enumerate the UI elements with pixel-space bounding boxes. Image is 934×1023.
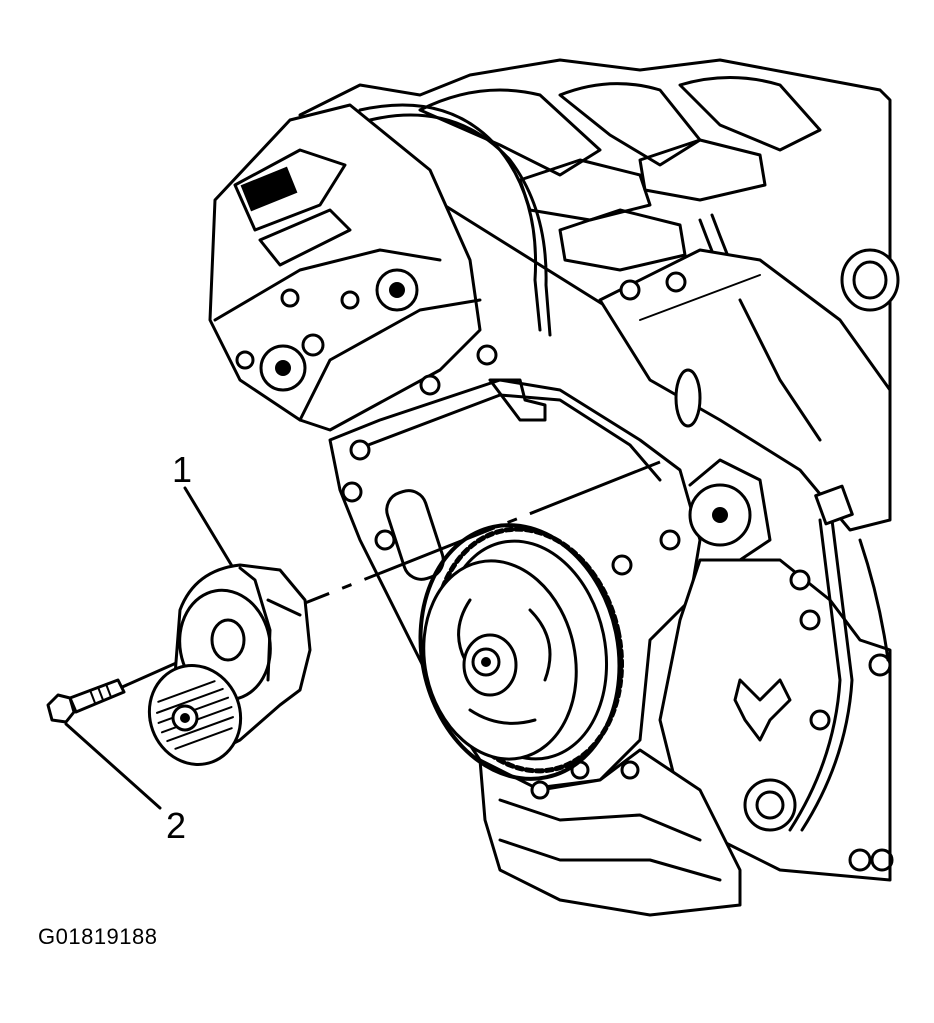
leader-line-1 xyxy=(183,486,234,568)
callout-1-label: 1 xyxy=(172,449,192,490)
bolt-icon xyxy=(46,678,126,724)
figure-id: G01819188 xyxy=(38,924,158,949)
engine-front-icon xyxy=(208,58,900,917)
callout-2-label: 2 xyxy=(166,805,186,846)
leader-line-2 xyxy=(64,722,162,810)
belt-tensioner-icon xyxy=(147,563,312,766)
alignment-line-tensioner xyxy=(299,460,661,607)
